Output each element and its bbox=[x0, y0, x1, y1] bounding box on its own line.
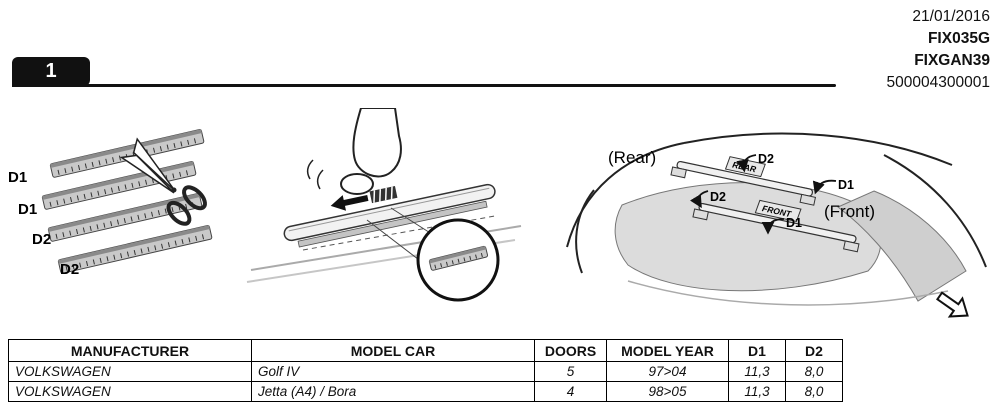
figure-cut-strips: D1 D1 D2 D2 bbox=[8, 129, 213, 278]
rear-text: (Rear) bbox=[608, 148, 656, 167]
scissors-icon bbox=[119, 137, 207, 226]
direction-arrow-icon bbox=[936, 291, 969, 318]
strip-d2-a bbox=[47, 193, 203, 242]
roof-bar bbox=[283, 183, 496, 248]
header-divider bbox=[12, 84, 836, 87]
table-row: VOLKSWAGEN Jetta (A4) / Bora 4 98>05 11,… bbox=[8, 381, 843, 402]
leader-line bbox=[390, 207, 436, 237]
col-doors: DOORS bbox=[534, 339, 607, 362]
strip-label-d1-a: D1 bbox=[8, 169, 27, 186]
arrow-d2-top bbox=[736, 154, 757, 173]
insert-arrow-and-strip bbox=[330, 186, 398, 211]
motion-line bbox=[316, 169, 324, 190]
strip-label-d2-a: D2 bbox=[32, 231, 51, 248]
cell-model: Golf IV bbox=[251, 361, 535, 382]
arrow-d1-right bbox=[812, 179, 837, 195]
hand-illustration bbox=[306, 108, 402, 195]
insert-arrow-icon bbox=[330, 194, 369, 211]
fitment-table-wrap: MANUFACTURER MODEL CAR DOORS MODEL YEAR … bbox=[8, 339, 843, 402]
step-number-badge: 1 bbox=[12, 57, 90, 86]
roof-label-d2-top: D2 bbox=[758, 152, 774, 166]
roof-label-d2-left: D2 bbox=[710, 190, 726, 204]
cell-manufacturer: VOLKSWAGEN bbox=[8, 381, 252, 402]
arrow-d1-bottom bbox=[761, 218, 785, 235]
fitment-table: MANUFACTURER MODEL CAR DOORS MODEL YEAR … bbox=[8, 339, 843, 402]
table-header-row: MANUFACTURER MODEL CAR DOORS MODEL YEAR … bbox=[8, 339, 843, 362]
roof-label-d1-bottom: D1 bbox=[786, 216, 802, 230]
cell-d2: 8,0 bbox=[785, 361, 843, 382]
col-model-car: MODEL CAR bbox=[251, 339, 535, 362]
col-d2: D2 bbox=[785, 339, 843, 362]
cell-d2: 8,0 bbox=[785, 381, 843, 402]
code-serial: 500004300001 bbox=[886, 74, 990, 91]
magnifier-detail bbox=[416, 218, 500, 302]
col-d1: D1 bbox=[728, 339, 786, 362]
document-codes: 21/01/2016 FIX035G FIXGAN39 500004300001 bbox=[887, 6, 990, 94]
date-text: 21/01/2016 bbox=[912, 8, 990, 25]
motion-line-2 bbox=[306, 159, 314, 180]
cell-doors: 4 bbox=[534, 381, 607, 402]
code-fixgan39: FIXGAN39 bbox=[914, 52, 990, 69]
cell-year: 97>04 bbox=[606, 361, 729, 382]
col-model-year: MODEL YEAR bbox=[606, 339, 729, 362]
figure-roof-placement: REAR FRONT (Rear) (Front) D2 D1 D2 D1 bbox=[566, 132, 987, 318]
cell-year: 98>05 bbox=[606, 381, 729, 402]
car-roof-illustration bbox=[566, 132, 987, 306]
roof-label-d1-right: D1 bbox=[838, 178, 854, 192]
figure-insert-strip bbox=[246, 108, 522, 302]
strip-d2-b bbox=[57, 225, 213, 274]
code-fix035g: FIX035G bbox=[927, 30, 990, 47]
cell-manufacturer: VOLKSWAGEN bbox=[8, 361, 252, 382]
front-flag: FRONT bbox=[754, 199, 802, 223]
table-row: VOLKSWAGEN Golf IV 5 97>04 11,3 8,0 bbox=[8, 361, 843, 382]
cell-d1: 11,3 bbox=[728, 361, 786, 382]
rubber-strip bbox=[369, 186, 398, 204]
strip-label-d2-b: D2 bbox=[60, 261, 79, 278]
cell-model: Jetta (A4) / Bora bbox=[251, 381, 535, 402]
cell-d1: 11,3 bbox=[728, 381, 786, 402]
arrow-d2-left bbox=[689, 190, 709, 209]
cell-doors: 5 bbox=[534, 361, 607, 382]
step-number: 1 bbox=[45, 60, 57, 82]
front-crossbar: FRONT bbox=[692, 199, 860, 253]
front-text: (Front) bbox=[824, 202, 875, 221]
strip-label-d1-b: D1 bbox=[18, 201, 37, 218]
col-manufacturer: MANUFACTURER bbox=[8, 339, 252, 362]
